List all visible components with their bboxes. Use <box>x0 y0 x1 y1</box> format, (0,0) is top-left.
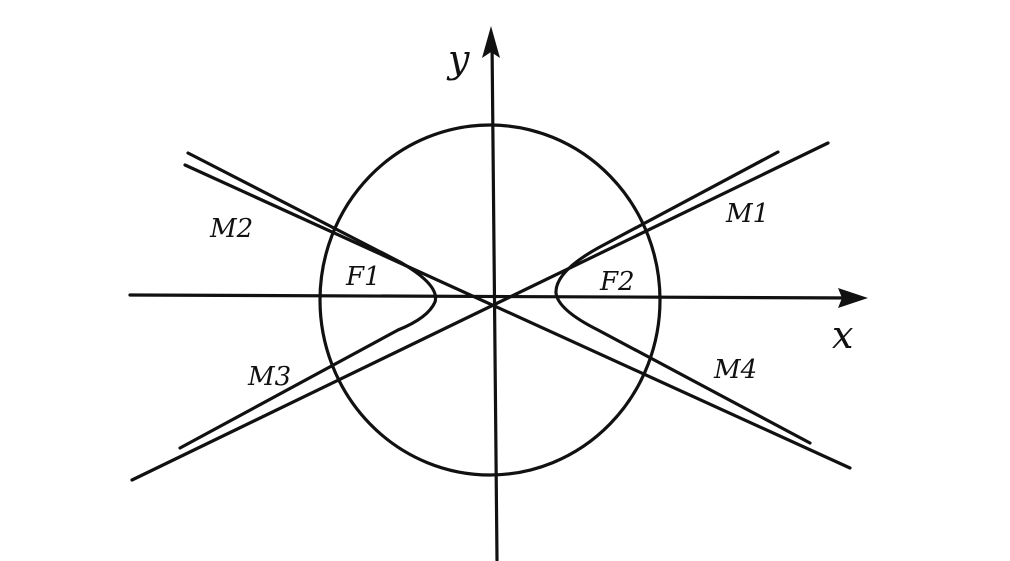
hyperbola-left-branch <box>178 151 438 450</box>
focus-label-f2: F2 <box>599 267 635 297</box>
point-label-m2: M2 <box>209 214 253 244</box>
point-label-m3: M3 <box>247 362 291 392</box>
circle <box>318 123 662 477</box>
point-label-m1: M1 <box>725 199 769 229</box>
asymptote-rising <box>130 141 830 482</box>
x-axis-arrowhead <box>838 288 868 308</box>
focus-label-f1: F1 <box>345 262 381 292</box>
point-label-m4: M4 <box>713 355 757 385</box>
x-axis-label: x <box>832 313 853 357</box>
y-axis <box>490 38 499 561</box>
y-axis-arrowhead <box>482 26 500 58</box>
asymptote-falling <box>183 163 852 470</box>
y-axis-label: y <box>446 37 470 81</box>
hyperbola-right-branch <box>554 150 812 445</box>
